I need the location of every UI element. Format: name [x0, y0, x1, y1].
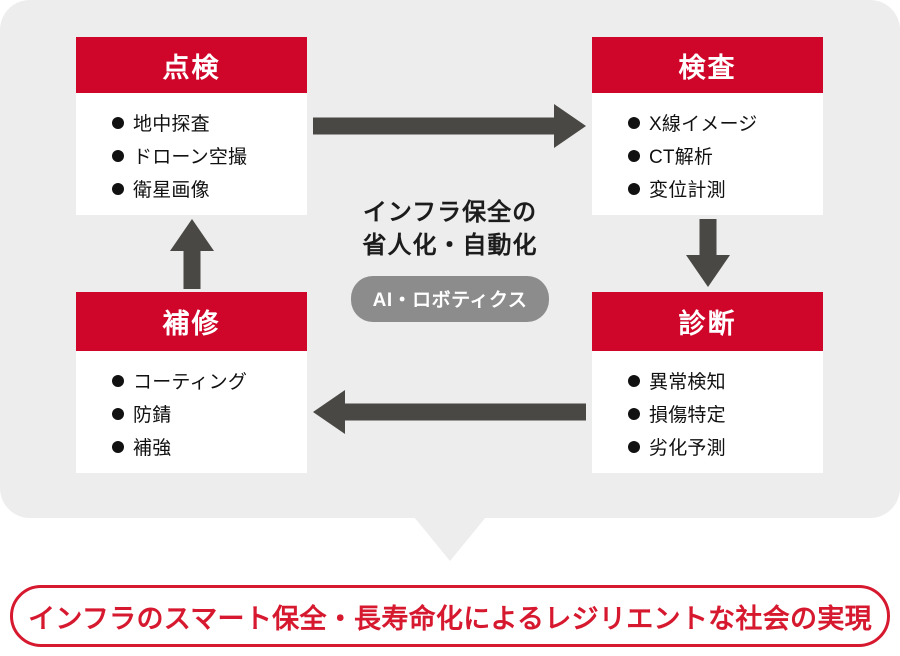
list-item-label: X線イメージ: [649, 114, 758, 135]
bullet-dot-icon: [628, 407, 640, 420]
bullet-dot-icon: [112, 182, 124, 195]
list-item-label: 防錆: [133, 405, 172, 426]
process-box-examination[interactable]: 検査 X線イメージ CT解析 変位計測: [592, 37, 823, 215]
arrow-shaft: [183, 249, 201, 289]
box-title-repair: 補修: [76, 292, 307, 351]
bullet-dot-icon: [628, 149, 640, 162]
center-caption-line1: インフラ保全の: [362, 199, 538, 226]
arrow-down-icon: [686, 219, 730, 289]
outcome-banner-text: インフラのスマート保全・長寿命化によるレジリエントな社会の実現: [28, 603, 872, 634]
list-item-label: 異常検知: [649, 372, 726, 393]
list-item: 防錆: [112, 397, 307, 430]
list-item: 異常検知: [628, 364, 823, 397]
list-item: 地中探査: [112, 106, 307, 139]
bullet-dot-icon: [112, 440, 124, 453]
list-item-label: ドローン空撮: [133, 147, 248, 168]
process-box-repair[interactable]: 補修 コーティング 防錆 補強: [76, 292, 307, 473]
bullet-dot-icon: [628, 374, 640, 387]
list-item-label: 劣化予測: [649, 438, 726, 459]
box-title-diagnosis: 診断: [592, 292, 823, 351]
list-item: 補強: [112, 430, 307, 463]
list-item-label: コーティング: [133, 372, 248, 393]
list-item-label: 損傷特定: [649, 405, 726, 426]
list-item: X線イメージ: [628, 106, 823, 139]
box-items-examination: X線イメージ CT解析 変位計測: [592, 93, 823, 215]
bullet-dot-icon: [112, 407, 124, 420]
list-item: CT解析: [628, 139, 823, 172]
bullet-dot-icon: [628, 440, 640, 453]
arrow-shaft: [699, 219, 717, 259]
list-item: 変位計測: [628, 172, 823, 205]
arrow-up-icon: [170, 219, 214, 289]
box-items-diagnosis: 異常検知 損傷特定 劣化予測: [592, 351, 823, 473]
list-item-label: 補強: [133, 438, 172, 459]
list-item-label: 地中探査: [133, 114, 210, 135]
list-item: コーティング: [112, 364, 307, 397]
list-item-label: 衛星画像: [133, 180, 210, 201]
center-caption: インフラ保全の 省人化・自動化 AI・ロボティクス: [320, 196, 580, 322]
arrow-head: [313, 390, 345, 434]
panel-pointer-triangle: [414, 517, 486, 561]
arrow-head: [170, 219, 214, 251]
bullet-dot-icon: [628, 116, 640, 129]
arrow-shaft: [313, 117, 558, 135]
center-pill-badge: AI・ロボティクス: [350, 276, 550, 322]
process-box-diagnosis[interactable]: 診断 異常検知 損傷特定 劣化予測: [592, 292, 823, 473]
list-item-label: 変位計測: [649, 180, 726, 201]
arrow-right-icon: [313, 104, 586, 148]
list-item: 劣化予測: [628, 430, 823, 463]
list-item-label: CT解析: [649, 147, 714, 168]
box-items-inspection: 地中探査 ドローン空撮 衛星画像: [76, 93, 307, 215]
list-item: 衛星画像: [112, 172, 307, 205]
arrow-shaft: [341, 403, 586, 421]
box-items-repair: コーティング 防錆 補強: [76, 351, 307, 473]
list-item: ドローン空撮: [112, 139, 307, 172]
arrow-left-icon: [313, 390, 586, 434]
center-caption-line2: 省人化・自動化: [362, 232, 538, 259]
list-item: 損傷特定: [628, 397, 823, 430]
bullet-dot-icon: [628, 182, 640, 195]
process-box-inspection[interactable]: 点検 地中探査 ドローン空撮 衛星画像: [76, 37, 307, 215]
outcome-banner: インフラのスマート保全・長寿命化によるレジリエントな社会の実現: [10, 585, 890, 647]
arrow-head: [686, 255, 730, 287]
bullet-dot-icon: [112, 149, 124, 162]
bullet-dot-icon: [112, 374, 124, 387]
bullet-dot-icon: [112, 116, 124, 129]
box-title-examination: 検査: [592, 37, 823, 93]
box-title-inspection: 点検: [76, 37, 307, 93]
arrow-head: [554, 104, 586, 148]
